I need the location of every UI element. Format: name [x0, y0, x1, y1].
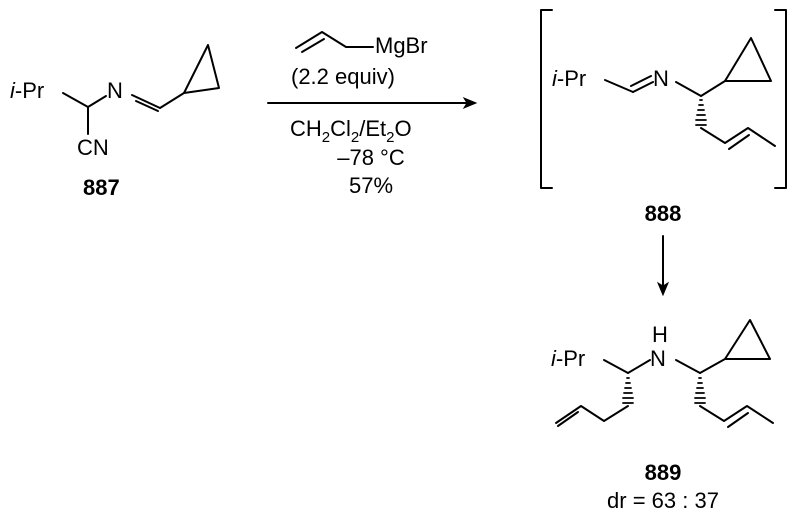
- compound-label-888: 888: [645, 201, 682, 226]
- bracket-left: [540, 9, 553, 189]
- allyl-reagent: [295, 31, 374, 49]
- bond-n-ch-right: [675, 359, 701, 374]
- cyclopropyl-ring: [183, 44, 220, 94]
- bond-ch-cyclopropyl: [699, 358, 726, 374]
- compound-887: i-Pr N CN 887: [10, 44, 220, 200]
- allyl-double-bond-inner: [728, 134, 750, 150]
- bond-ipr-ch: [603, 359, 629, 374]
- yield-text: 57%: [349, 173, 393, 198]
- nitrogen-atom: N: [107, 78, 123, 103]
- allyl-chain: [700, 127, 776, 147]
- cyclopropyl-ring: [724, 37, 772, 82]
- hashed-wedge-right: [694, 377, 706, 404]
- down-arrow-head: [656, 281, 670, 297]
- bond-ipr-ch: [62, 92, 89, 108]
- solvent-text: CH2Cl2/Et2O: [290, 116, 412, 146]
- bond-ch-cyclopropyl: [700, 80, 726, 97]
- imine-double-bond-a: [131, 94, 161, 109]
- hydrogen-atom: H: [652, 322, 668, 347]
- allyl-chain-left: [555, 405, 629, 424]
- reagent-equiv: (2.2 equiv): [291, 64, 395, 89]
- cyclopropyl-ring: [724, 319, 771, 360]
- down-arrow: [656, 235, 670, 297]
- ipr-label: i-Pr: [552, 66, 586, 91]
- allyl-chain-right: [699, 405, 774, 424]
- nitrogen-atom: N: [653, 66, 669, 91]
- reaction-arrow-group: MgBr (2.2 equiv) CH2Cl2/Et2O –78 °C 57%: [267, 31, 478, 198]
- bond-ch-cyclopropyl: [159, 92, 185, 109]
- bond-ch-n-left: [627, 359, 651, 374]
- imine-double-bond-a: [632, 81, 654, 93]
- hashed-wedge: [695, 99, 707, 126]
- imine-double-bond-b: [630, 75, 652, 87]
- diastereomeric-ratio: dr = 63 : 37: [607, 488, 719, 513]
- bond-n-ch: [675, 81, 702, 97]
- allyl-double-bond-inner: [301, 38, 325, 53]
- bracket-right: [774, 9, 787, 189]
- ipr-label: i-Pr: [551, 346, 585, 371]
- nitrogen-atom: N: [650, 346, 666, 371]
- compound-label-889: 889: [645, 460, 682, 485]
- reaction-arrow-head: [462, 96, 478, 110]
- compound-888: i-Pr N 888: [540, 9, 787, 226]
- bond-ipr-ch: [604, 79, 634, 93]
- bond-ch-n: [87, 95, 107, 108]
- compound-label-887: 887: [83, 175, 120, 200]
- hashed-wedge-left: [622, 377, 634, 404]
- ipr-label: i-Pr: [10, 78, 44, 103]
- imine-double-bond-b: [135, 100, 159, 112]
- compound-889: H i-Pr N 889: [551, 319, 774, 513]
- temperature-text: –78 °C: [337, 145, 405, 170]
- allyl-double-bond-right-inner: [727, 412, 749, 428]
- nitrile-label: CN: [77, 135, 109, 160]
- allyl-double-bond-left-inner: [557, 411, 579, 427]
- reagent-mgbr: MgBr: [375, 33, 428, 58]
